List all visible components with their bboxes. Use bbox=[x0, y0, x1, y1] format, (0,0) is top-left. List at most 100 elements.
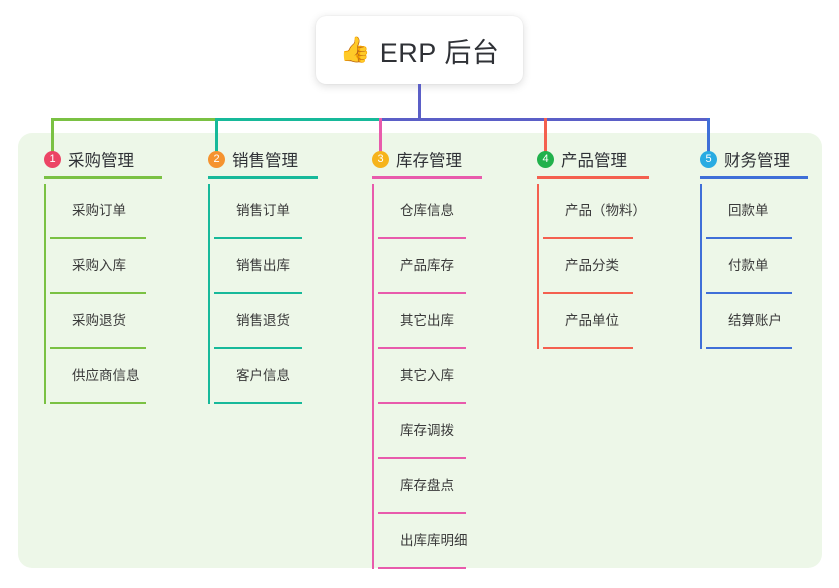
branch-item-underline bbox=[214, 402, 302, 404]
branch-item[interactable]: 结算账户 bbox=[706, 294, 808, 349]
branch-item-underline bbox=[378, 512, 466, 514]
branch-item-label: 产品（物料） bbox=[565, 203, 646, 218]
branch-item-label: 仓库信息 bbox=[400, 203, 454, 218]
branch-item[interactable]: 库存调拨 bbox=[378, 404, 482, 459]
branch-underline bbox=[44, 176, 162, 179]
branch-item-underline bbox=[543, 347, 633, 349]
branch-item[interactable]: 销售订单 bbox=[214, 184, 318, 239]
branch-item-underline bbox=[378, 292, 466, 294]
branch-item[interactable]: 供应商信息 bbox=[50, 349, 162, 404]
branch-item-underline bbox=[543, 237, 633, 239]
branch-item-underline bbox=[378, 567, 466, 569]
branch-item-list: 仓库信息产品库存其它出库其它入库库存调拨库存盘点出库库明细 bbox=[372, 184, 482, 569]
branch-item-label: 其它入库 bbox=[400, 368, 454, 383]
branch-item[interactable]: 仓库信息 bbox=[378, 184, 482, 239]
branch-item-underline bbox=[214, 292, 302, 294]
root-node-erp-backend[interactable]: 👍 ERP 后台 bbox=[316, 16, 523, 84]
connector-drop-3 bbox=[379, 118, 382, 160]
branch-title-label: 销售管理 bbox=[232, 152, 298, 170]
thumbs-up-icon: 👍 bbox=[339, 35, 371, 64]
branch-header-1[interactable]: 1 采购管理 bbox=[44, 146, 162, 172]
branch-item-underline bbox=[706, 292, 792, 294]
branch-underline bbox=[537, 176, 649, 179]
branch-item-label: 产品分类 bbox=[565, 258, 619, 273]
branch-item[interactable]: 其它出库 bbox=[378, 294, 482, 349]
branch-item-label: 销售订单 bbox=[236, 203, 290, 218]
branch-column-2: 2 销售管理销售订单销售出库销售退货客户信息 bbox=[208, 146, 318, 404]
branch-item-underline bbox=[378, 347, 466, 349]
branch-header-2[interactable]: 2 销售管理 bbox=[208, 146, 318, 172]
branch-item-label: 销售出库 bbox=[236, 258, 290, 273]
branch-item-underline bbox=[50, 402, 146, 404]
branch-item[interactable]: 产品单位 bbox=[543, 294, 649, 349]
branch-item[interactable]: 采购入库 bbox=[50, 239, 162, 294]
branch-item[interactable]: 其它入库 bbox=[378, 349, 482, 404]
branch-item[interactable]: 采购退货 bbox=[50, 294, 162, 349]
diagram-panel bbox=[18, 133, 822, 568]
branch-item-label: 产品单位 bbox=[565, 313, 619, 328]
branch-item[interactable]: 产品库存 bbox=[378, 239, 482, 294]
branch-column-1: 1 采购管理采购订单采购入库采购退货供应商信息 bbox=[44, 146, 162, 404]
connector-drop-1 bbox=[51, 118, 54, 160]
branch-item-list: 销售订单销售出库销售退货客户信息 bbox=[208, 184, 318, 404]
branch-item-underline bbox=[214, 237, 302, 239]
connector-bar-segment-1 bbox=[51, 118, 217, 121]
branch-number-badge: 5 bbox=[700, 150, 717, 168]
branch-item-underline bbox=[50, 347, 146, 349]
branch-item-underline bbox=[706, 347, 792, 349]
branch-item-list: 采购订单采购入库采购退货供应商信息 bbox=[44, 184, 162, 404]
branch-number-badge: 1 bbox=[44, 150, 61, 168]
branch-item-underline bbox=[50, 237, 146, 239]
branch-item-label: 结算账户 bbox=[728, 313, 782, 328]
branch-item-label: 供应商信息 bbox=[72, 368, 140, 383]
branch-item-label: 采购订单 bbox=[72, 203, 126, 218]
branch-item-label: 产品库存 bbox=[400, 258, 454, 273]
branch-item-underline bbox=[706, 237, 792, 239]
branch-item[interactable]: 销售出库 bbox=[214, 239, 318, 294]
connector-drop-5 bbox=[707, 118, 710, 160]
branch-number-badge: 3 bbox=[372, 150, 389, 168]
branch-item[interactable]: 产品分类 bbox=[543, 239, 649, 294]
branch-item-list: 产品（物料） 产品分类产品单位 bbox=[537, 184, 649, 349]
branch-item-underline bbox=[214, 347, 302, 349]
branch-item[interactable]: 回款单 bbox=[706, 184, 808, 239]
branch-item[interactable]: 库存盘点 bbox=[378, 459, 482, 514]
branch-underline bbox=[700, 176, 808, 179]
root-node-label: ERP 后台 bbox=[379, 37, 500, 68]
branch-item-underline bbox=[378, 457, 466, 459]
branch-item-label: 客户信息 bbox=[236, 368, 290, 383]
branch-number-badge: 2 bbox=[208, 150, 225, 168]
branch-item[interactable]: 付款单 bbox=[706, 239, 808, 294]
branch-item-underline bbox=[378, 402, 466, 404]
branch-item-label: 库存调拨 bbox=[400, 423, 454, 438]
branch-item[interactable]: 客户信息 bbox=[214, 349, 318, 404]
branch-item-label: 出库库明细 bbox=[400, 533, 468, 548]
branch-item[interactable]: 采购订单 bbox=[50, 184, 162, 239]
branch-underline bbox=[372, 176, 482, 179]
branch-spine bbox=[372, 184, 374, 569]
branch-item-label: 库存盘点 bbox=[400, 478, 454, 493]
branch-spine bbox=[208, 184, 210, 404]
branch-item-label: 销售退货 bbox=[236, 313, 290, 328]
branch-column-5: 5 财务管理回款单付款单结算账户 bbox=[700, 146, 808, 349]
branch-item[interactable]: 产品（物料） bbox=[543, 184, 649, 239]
branch-spine bbox=[700, 184, 702, 349]
branch-spine bbox=[44, 184, 46, 404]
branch-item-label: 采购入库 bbox=[72, 258, 126, 273]
branch-title-label: 财务管理 bbox=[724, 152, 790, 170]
branch-header-5[interactable]: 5 财务管理 bbox=[700, 146, 808, 172]
branch-item-label: 其它出库 bbox=[400, 313, 454, 328]
branch-item[interactable]: 销售退货 bbox=[214, 294, 318, 349]
branch-title-label: 采购管理 bbox=[68, 152, 134, 170]
connector-bar-segment-2 bbox=[215, 118, 381, 121]
branch-item[interactable]: 出库库明细 bbox=[378, 514, 482, 569]
branch-item-underline bbox=[50, 292, 146, 294]
branch-item-list: 回款单付款单结算账户 bbox=[700, 184, 808, 349]
branch-item-label: 采购退货 bbox=[72, 313, 126, 328]
branch-number-badge: 4 bbox=[537, 150, 554, 168]
